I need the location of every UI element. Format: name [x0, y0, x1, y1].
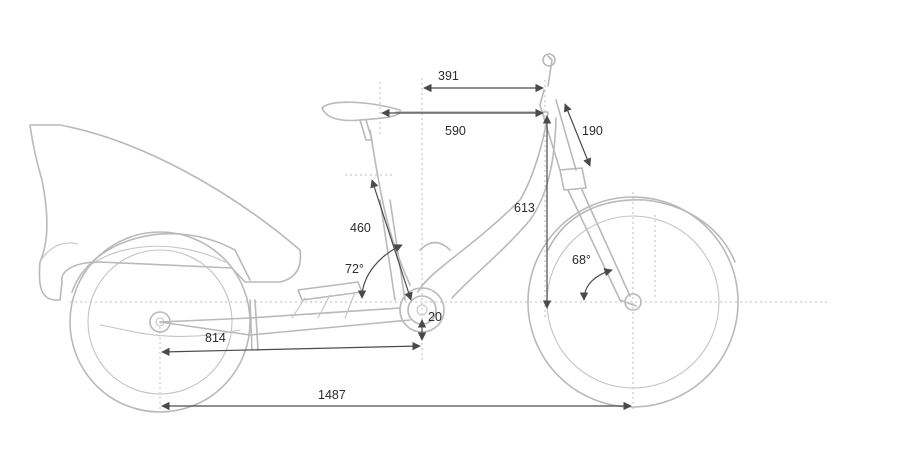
head-tube-label: 190: [582, 124, 603, 138]
reach-label: 391: [438, 69, 459, 83]
wheelbase-label: 1487: [318, 388, 346, 402]
bb-drop-label: 20: [428, 310, 442, 324]
saddle: [321, 101, 402, 141]
seat-angle-label: 72°: [345, 262, 364, 276]
cargo-box: [29, 124, 302, 301]
front-wheel: [527, 196, 739, 408]
rear-stays: [99, 281, 411, 351]
rear-wheel: [69, 231, 251, 413]
top-tube-label: 590: [445, 124, 466, 138]
stack-label: 613: [514, 201, 535, 215]
chainstay-label: 814: [205, 331, 226, 345]
seat-tube-label: 460: [350, 221, 371, 235]
dimension-lines: [161, 83, 632, 411]
head-angle-label: 68°: [572, 253, 591, 267]
